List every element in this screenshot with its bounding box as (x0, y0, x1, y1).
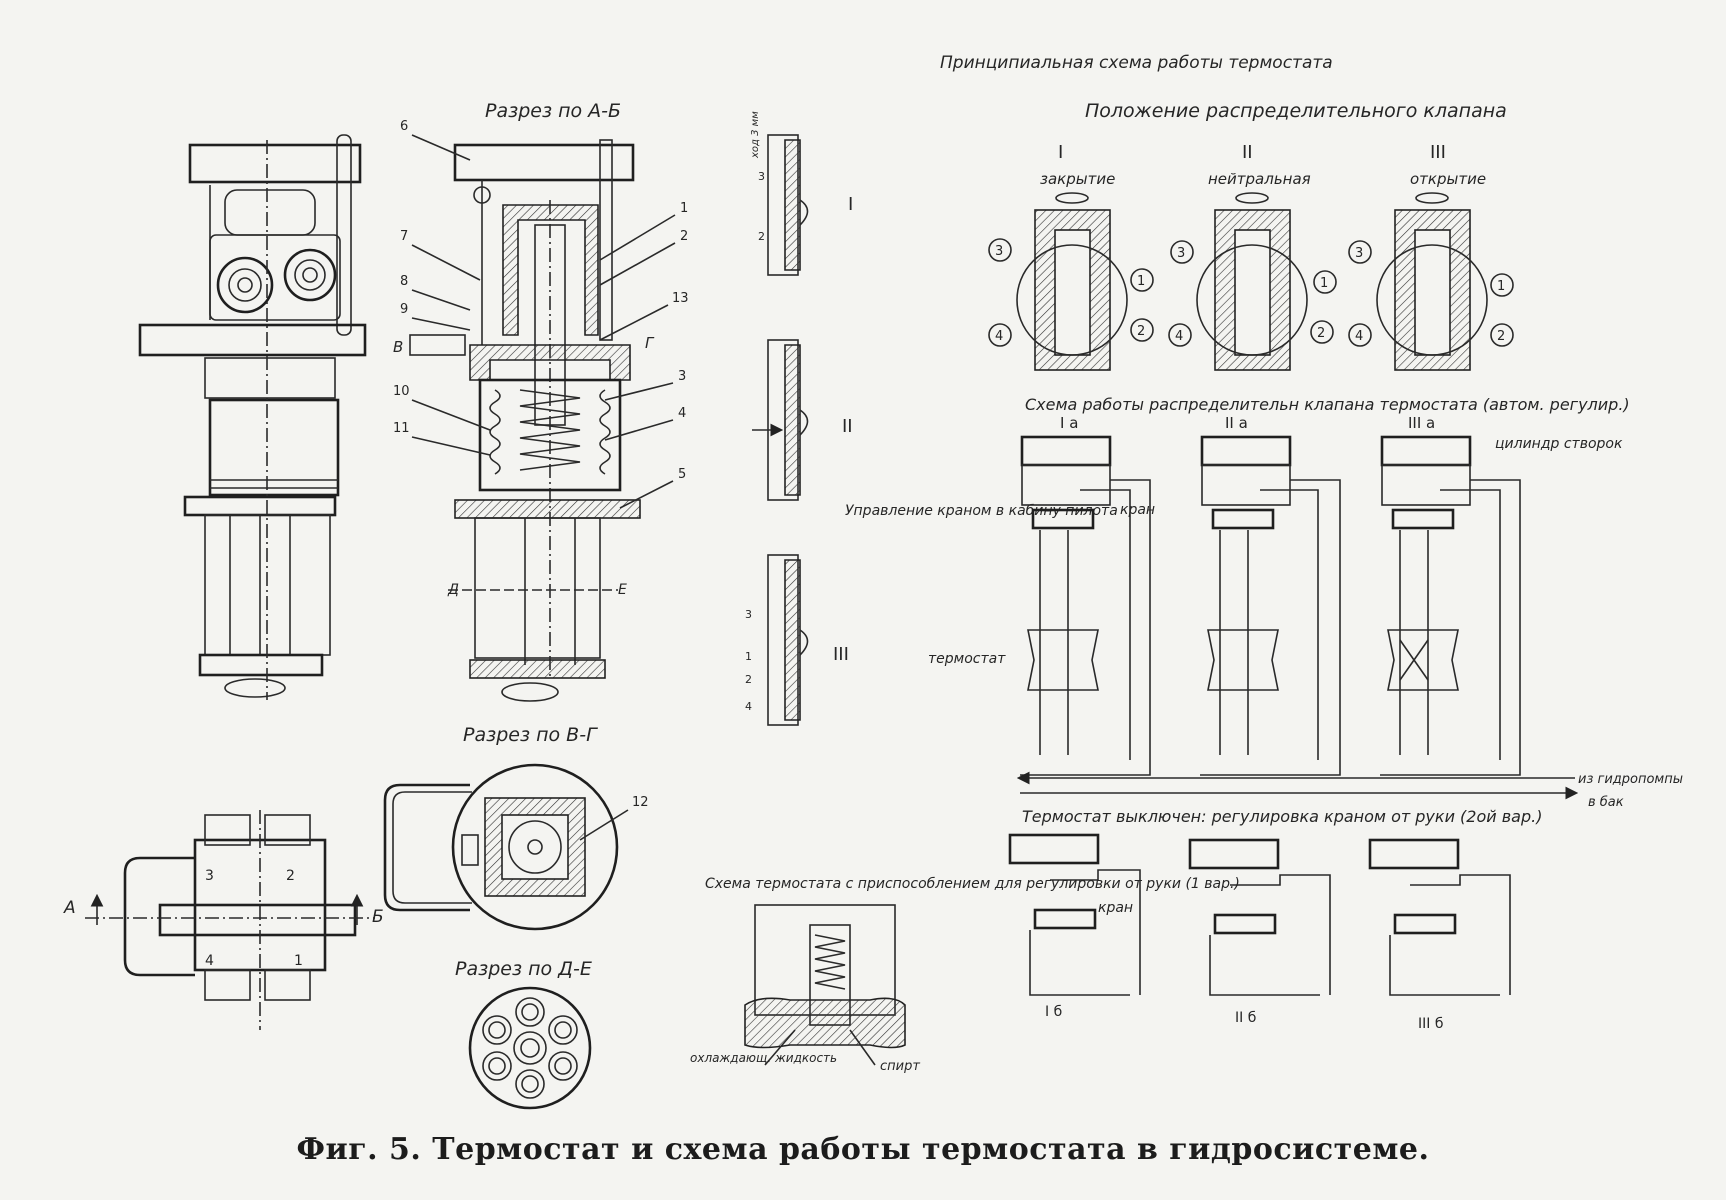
callout-10: 10 (393, 384, 410, 399)
valve-label-manual: кран (1098, 900, 1133, 916)
strip-num-3: 3 (758, 170, 765, 183)
section-ab-drawing (409, 139, 641, 702)
plan-port-3: 3 (205, 868, 214, 884)
auto-col-1: I а (1060, 414, 1078, 432)
strip-num-2b: 2 (745, 673, 752, 686)
small-scheme-title: Схема термостата с приспособлением для р… (705, 876, 1240, 892)
plan-port-4: 4 (205, 953, 214, 969)
svg-text:1: 1 (1497, 279, 1505, 294)
strip-stroke-mark: ход 3 мм (750, 111, 761, 159)
position-label-3: открытие (1410, 170, 1486, 188)
alcohol-label: спирт (880, 1059, 920, 1074)
callout-9: 9 (400, 302, 408, 317)
callout-7: 7 (400, 229, 408, 244)
section-vg-drawing: 12 (383, 763, 649, 931)
position-label-1: закрытие (1040, 170, 1115, 188)
position-roman-2: II (1242, 142, 1253, 163)
svg-text:2: 2 (1317, 326, 1325, 341)
plan-view (85, 810, 375, 1030)
auto-col-3: III а (1408, 414, 1435, 432)
valve-label-auto: кран (1120, 502, 1155, 518)
plan-port-1: 1 (294, 953, 303, 969)
letter-v: В (393, 338, 403, 356)
section-de-drawing (468, 986, 592, 1110)
strip-roman-2: II (842, 416, 853, 437)
strip-roman-1: I (848, 194, 853, 215)
valve-position-3: III открытие (1376, 142, 1488, 371)
callout-3: 3 (678, 369, 686, 384)
position-roman-1: I (1058, 142, 1063, 163)
section-ab-title: Разрез по А-Б (485, 100, 621, 122)
callout-1: 1 (680, 201, 688, 216)
svg-text:1: 1 (1320, 276, 1328, 291)
strip-roman-3: III (833, 644, 849, 665)
svg-text:4: 4 (1175, 329, 1183, 344)
strip-num-3b: 3 (745, 608, 752, 621)
small-scheme-diagram (744, 904, 906, 1066)
callout-4: 4 (678, 406, 686, 421)
valve-strip-views (752, 134, 809, 726)
to-tank-label: в бак (1588, 795, 1624, 810)
callout-2: 2 (680, 229, 688, 244)
position-circle-numbers: 3 4 1 2 3 4 1 2 3 4 1 2 (988, 238, 1514, 347)
thermostat-external-view (138, 134, 367, 700)
manual-scheme-diagram (1008, 833, 1511, 996)
strip-num-2: 2 (758, 230, 765, 243)
strip-num-4: 4 (745, 700, 752, 713)
auto-scheme-title: Схема работы распределительн клапана тер… (1025, 395, 1630, 414)
cylinder-label: цилиндр створок (1495, 436, 1623, 452)
thermostat-label: термостат (928, 651, 1006, 667)
callout-8: 8 (400, 274, 408, 289)
section-vg-title: Разрез по В-Г (463, 724, 598, 746)
position-label-2: нейтральная (1208, 170, 1311, 188)
svg-text:4: 4 (995, 329, 1003, 344)
principle-title: Принципиальная схема работы термостата (940, 53, 1333, 73)
principle-subtitle: Положение распределительного клапана (1085, 100, 1507, 122)
valve-position-1: I закрытие (1016, 142, 1128, 371)
position-roman-3: III (1430, 142, 1446, 163)
svg-text:3: 3 (1355, 246, 1363, 261)
callout-11: 11 (393, 421, 410, 436)
strip-num-1: 1 (745, 650, 752, 663)
coolant-label: охлаждающ. жидкость (690, 1051, 837, 1065)
svg-text:3: 3 (995, 244, 1003, 259)
callout-12: 12 (632, 795, 649, 810)
callout-6: 6 (400, 119, 408, 134)
manual-col-2: II б (1235, 1010, 1256, 1026)
manual-col-3: III б (1418, 1016, 1443, 1032)
letter-b: Б (372, 907, 384, 927)
svg-text:2: 2 (1137, 324, 1145, 339)
callout-leaders (411, 134, 676, 509)
auto-scheme-diagram (1016, 435, 1579, 800)
letter-g: Г (645, 334, 655, 352)
svg-text:1: 1 (1137, 274, 1145, 289)
letter-d: Д (447, 582, 459, 598)
callout-5: 5 (678, 467, 686, 482)
letter-e: Е (618, 582, 627, 598)
pilot-control-label: Управление краном в кабину пилота (845, 503, 1118, 519)
svg-text:3: 3 (1177, 246, 1185, 261)
plan-port-2: 2 (286, 868, 295, 884)
section-de-title: Разрез по Д-Е (455, 958, 592, 980)
svg-text:2: 2 (1497, 329, 1505, 344)
manual-col-1: I б (1045, 1004, 1062, 1020)
svg-text:4: 4 (1355, 329, 1363, 344)
from-pump-label: из гидропомпы (1578, 772, 1683, 787)
callout-13: 13 (672, 291, 689, 306)
auto-col-2: II а (1225, 414, 1248, 432)
valve-position-2: II нейтральная (1196, 142, 1311, 371)
letter-a: А (63, 898, 76, 918)
manual-scheme-title: Термостат выключен: регулировка краном о… (1022, 807, 1542, 826)
figure-caption: Фиг. 5. Термостат и схема работы термост… (296, 1132, 1430, 1167)
